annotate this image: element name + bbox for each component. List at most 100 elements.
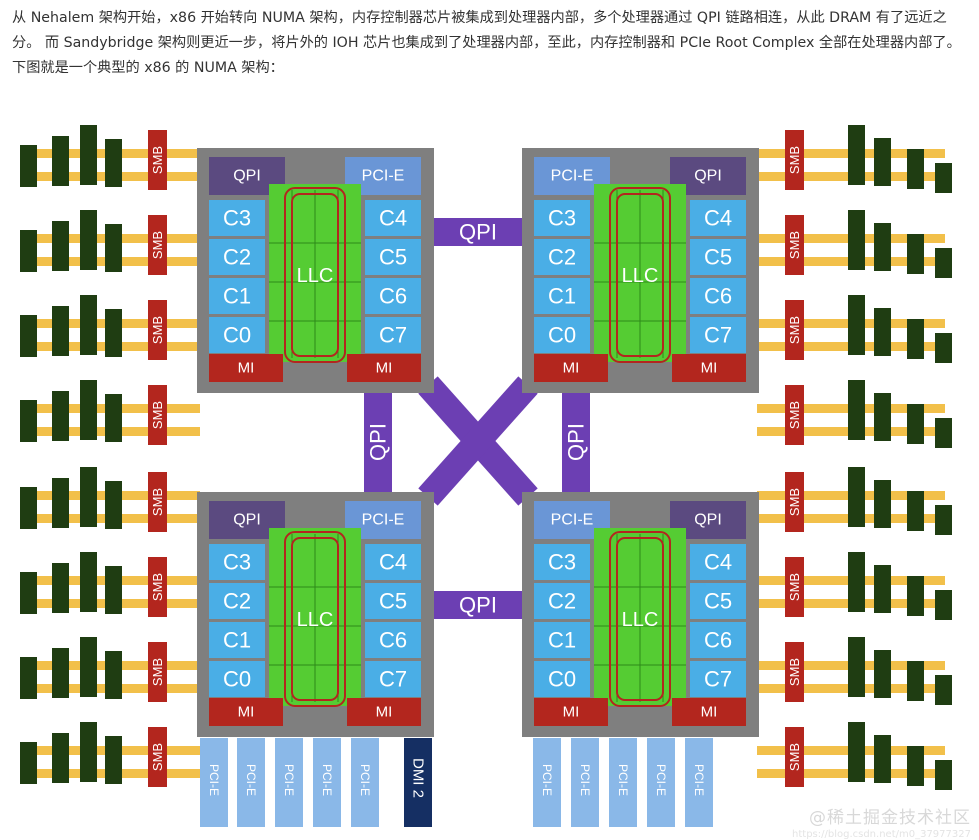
memory-interface-label: MI xyxy=(701,360,718,377)
dimm-module xyxy=(935,675,952,705)
dimm-module xyxy=(874,393,891,441)
pcie-slot-left-0 xyxy=(200,738,228,827)
memory-interface-label: MI xyxy=(238,704,255,721)
cpu-core-label: C5 xyxy=(704,589,732,614)
memory-interface xyxy=(534,698,608,726)
smb-label: SMB xyxy=(150,146,165,174)
dimm-module xyxy=(848,637,865,697)
cpu-core xyxy=(365,544,421,580)
dimm-module xyxy=(848,552,865,612)
cpu-core xyxy=(534,278,590,314)
ring-bus xyxy=(284,187,346,363)
cpu-core-label: C6 xyxy=(704,284,732,309)
dimm-module xyxy=(874,565,891,613)
smb-chip xyxy=(148,472,167,532)
cpu-core-label: C3 xyxy=(223,550,251,575)
right-memory-channel-1: SMB xyxy=(757,210,952,278)
cpu-core-label: C4 xyxy=(704,206,732,231)
smb-chip xyxy=(148,130,167,190)
dimm-module xyxy=(935,248,952,278)
cpu-core xyxy=(534,544,590,580)
left-memory-channel-6: SMB xyxy=(20,637,200,702)
cpu-core xyxy=(690,239,746,275)
cpu-core-label: C0 xyxy=(548,667,576,692)
smb-chip xyxy=(785,727,804,787)
processor-qpi-label: QPI xyxy=(233,168,261,185)
dimm-module xyxy=(52,221,69,271)
cpu-core xyxy=(209,661,265,697)
dimm-module xyxy=(874,138,891,186)
dimm-module xyxy=(105,481,122,529)
smb-chip xyxy=(785,642,804,702)
cpu-core xyxy=(534,317,590,353)
cpu-core-label: C5 xyxy=(379,589,407,614)
smb-chip xyxy=(785,130,804,190)
dimm-module xyxy=(105,736,122,784)
left-memory-channel-7: SMB xyxy=(20,722,200,787)
left-memory-channel-1: SMB xyxy=(20,210,200,275)
pcie-slot-right-0-label: PCI-E xyxy=(540,764,554,796)
cpu-core xyxy=(534,622,590,658)
ring-bus xyxy=(609,187,671,363)
dimm-module xyxy=(80,380,97,440)
memory-interface xyxy=(534,354,608,382)
dimm-module xyxy=(52,733,69,783)
processor-pcie-label: PCI-E xyxy=(551,168,594,185)
cpu-core xyxy=(690,317,746,353)
smb-chip xyxy=(785,472,804,532)
pcie-slot-right-1 xyxy=(571,738,599,827)
memory-interface-label: MI xyxy=(563,360,580,377)
processor-pcie-label: PCI-E xyxy=(551,512,594,529)
cpu-core-label: C1 xyxy=(548,284,576,309)
dimm-module xyxy=(874,735,891,783)
dimm-module xyxy=(52,306,69,356)
dimm-module xyxy=(935,333,952,363)
dimm-module xyxy=(20,145,37,187)
right-memory-channel-4: SMB xyxy=(757,467,952,535)
cpu-core xyxy=(209,200,265,236)
dimm-module xyxy=(935,163,952,193)
smb-chip xyxy=(785,557,804,617)
dimm-module xyxy=(907,746,924,786)
ring-bus xyxy=(616,537,664,701)
cpu-core xyxy=(534,239,590,275)
right-memory-channel-0: SMB xyxy=(757,125,952,193)
processor-qpi-label: QPI xyxy=(233,512,261,529)
dimm-module xyxy=(848,380,865,440)
dimm-module xyxy=(105,394,122,442)
dimm-module xyxy=(52,478,69,528)
pcie-slot-left-1 xyxy=(237,738,265,827)
smb-label: SMB xyxy=(150,488,165,516)
dimm-module xyxy=(935,590,952,620)
pcie-slot-left-4-label: PCI-E xyxy=(358,764,372,796)
dimm-module xyxy=(105,224,122,272)
pcie-slot-left-3 xyxy=(313,738,341,827)
dimm-module xyxy=(52,563,69,613)
processor-qpi-label: QPI xyxy=(694,168,722,185)
dimm-module xyxy=(848,722,865,782)
dimm-module xyxy=(80,210,97,270)
dimm-module xyxy=(848,467,865,527)
dimm-module xyxy=(848,295,865,355)
dimm-module xyxy=(105,566,122,614)
dimm-module xyxy=(80,467,97,527)
intro-paragraph: 从 Nehalem 架构开始，x86 开始转向 NUMA 架构，内存控制器芯片被… xyxy=(12,10,961,76)
cpu-core-label: C3 xyxy=(223,206,251,231)
cpu-core-label: C1 xyxy=(223,284,251,309)
dimm-module xyxy=(874,223,891,271)
memory-interface-label: MI xyxy=(376,360,393,377)
dimm-module xyxy=(80,125,97,185)
smb-chip xyxy=(148,385,167,445)
dimm-module xyxy=(20,400,37,442)
left-memory-channel-2: SMB xyxy=(20,295,200,360)
dmi-link xyxy=(404,738,432,827)
smb-chip xyxy=(785,385,804,445)
dimm-module xyxy=(935,418,952,448)
dimm-module xyxy=(20,487,37,529)
qpi-link-left xyxy=(364,392,392,492)
cpu-core-label: C2 xyxy=(223,245,251,270)
pcie-slot-right-0 xyxy=(533,738,561,827)
smb-chip xyxy=(148,727,167,787)
dimm-module xyxy=(907,404,924,444)
